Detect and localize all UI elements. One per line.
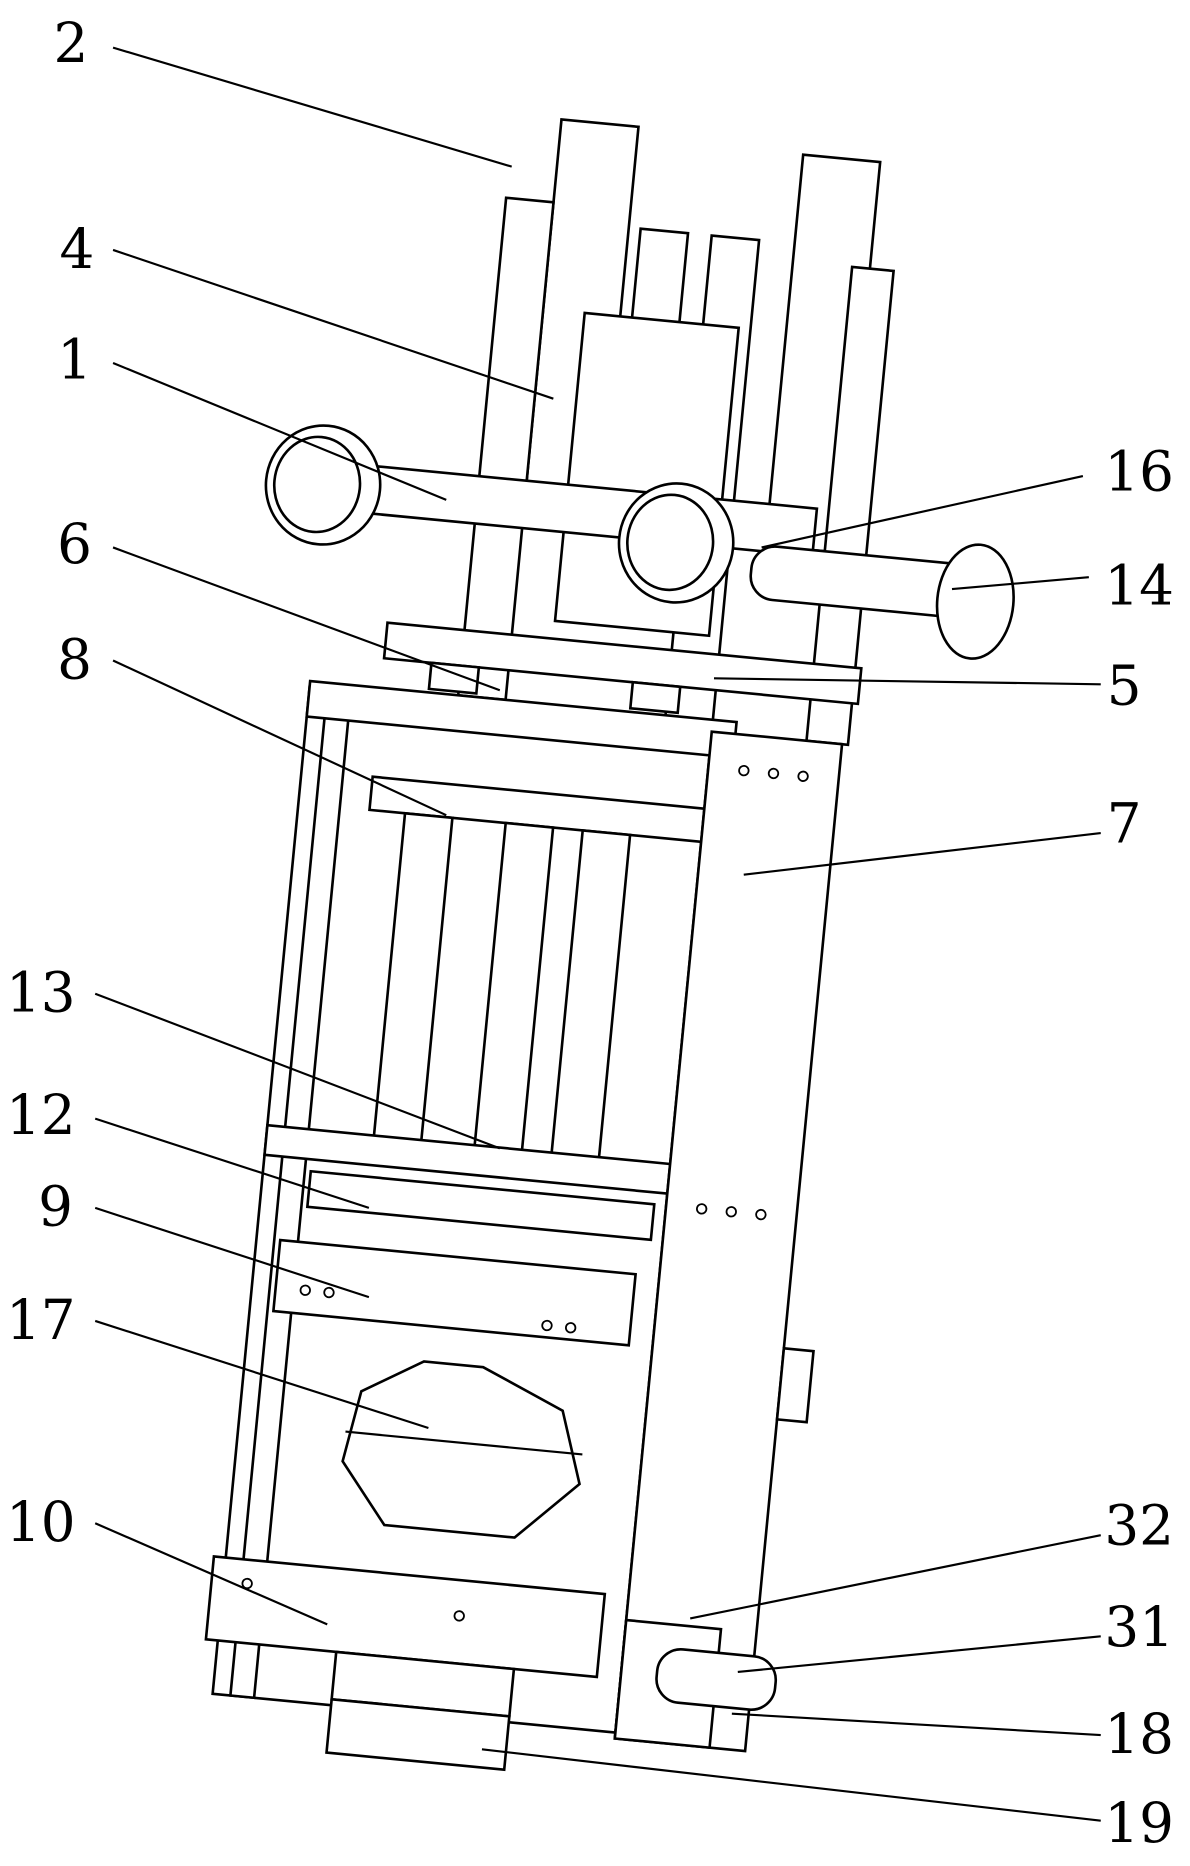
label-5: 5 [1107, 654, 1142, 718]
label-10: 10 [6, 1490, 76, 1554]
label-32: 32 [1104, 1494, 1174, 1558]
label-18: 18 [1104, 1702, 1174, 1766]
wheel-14 [932, 541, 1019, 662]
machine-assembly [145, 95, 1055, 1808]
label-16: 16 [1104, 439, 1174, 503]
label-12: 12 [6, 1083, 76, 1147]
label-1: 1 [57, 327, 92, 391]
label-13: 13 [6, 961, 76, 1025]
label-14: 14 [1104, 554, 1174, 618]
label-7: 7 [1107, 792, 1142, 856]
label-8: 8 [57, 627, 92, 691]
label-9: 9 [38, 1175, 73, 1239]
label-17: 17 [6, 1288, 76, 1352]
label-6: 6 [57, 512, 92, 576]
bearing [630, 682, 680, 713]
label-31: 31 [1104, 1595, 1174, 1659]
cylinder-31 [654, 1647, 778, 1712]
bracket [777, 1348, 813, 1422]
label-4: 4 [60, 217, 95, 281]
label-2: 2 [54, 11, 89, 75]
label-19: 19 [1104, 1791, 1174, 1855]
